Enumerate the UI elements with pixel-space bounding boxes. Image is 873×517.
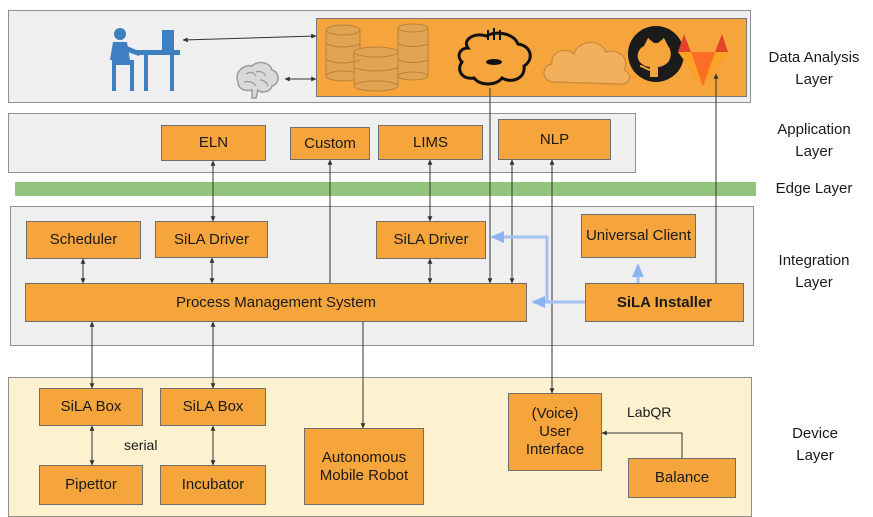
edge-layer-bar: [15, 182, 756, 196]
gitlab-icon: [678, 34, 728, 86]
amr-box[interactable]: Autonomous Mobile Robot: [304, 428, 424, 505]
lims-box[interactable]: LIMS: [378, 125, 483, 160]
balance-box[interactable]: Balance: [628, 458, 736, 498]
data-analysis-layer-label: Data Analysis Layer: [768, 49, 860, 88]
python-icon: [457, 28, 532, 86]
cloud-icon: [543, 41, 631, 85]
edge-layer-label: Edge Layer: [775, 180, 853, 197]
integration-layer-label: Integration Layer: [778, 252, 850, 291]
github-icon: [628, 26, 684, 82]
custom-box[interactable]: Custom: [290, 127, 370, 160]
brain-icon: [236, 61, 279, 99]
scheduler-box[interactable]: Scheduler: [26, 221, 141, 259]
sila-box-2[interactable]: SiLA Box: [160, 388, 266, 426]
user-at-desk-icon: [110, 28, 180, 91]
nlp-box[interactable]: NLP: [498, 119, 611, 160]
labqr-label: LabQR: [627, 404, 672, 420]
eln-box[interactable]: ELN: [161, 125, 266, 161]
sila-box-1[interactable]: SiLA Box: [39, 388, 143, 426]
serial-label: serial: [124, 437, 158, 453]
sila-driver-right-box[interactable]: SiLA Driver: [376, 221, 486, 259]
device-layer-label: Device Layer: [792, 425, 838, 464]
pipettor-box[interactable]: Pipettor: [39, 465, 143, 505]
application-layer-label: Application Layer: [777, 121, 851, 160]
voice-ui-box[interactable]: (Voice) User Interface: [508, 393, 602, 471]
process-management-box[interactable]: Process Management System: [25, 283, 527, 322]
sila-driver-left-box[interactable]: SiLA Driver: [155, 221, 268, 258]
sila-installer-box[interactable]: SiLA Installer: [585, 283, 744, 322]
database-icon: [325, 23, 429, 92]
incubator-box[interactable]: Incubator: [160, 465, 266, 505]
universal-client-box[interactable]: Universal Client: [581, 214, 696, 258]
